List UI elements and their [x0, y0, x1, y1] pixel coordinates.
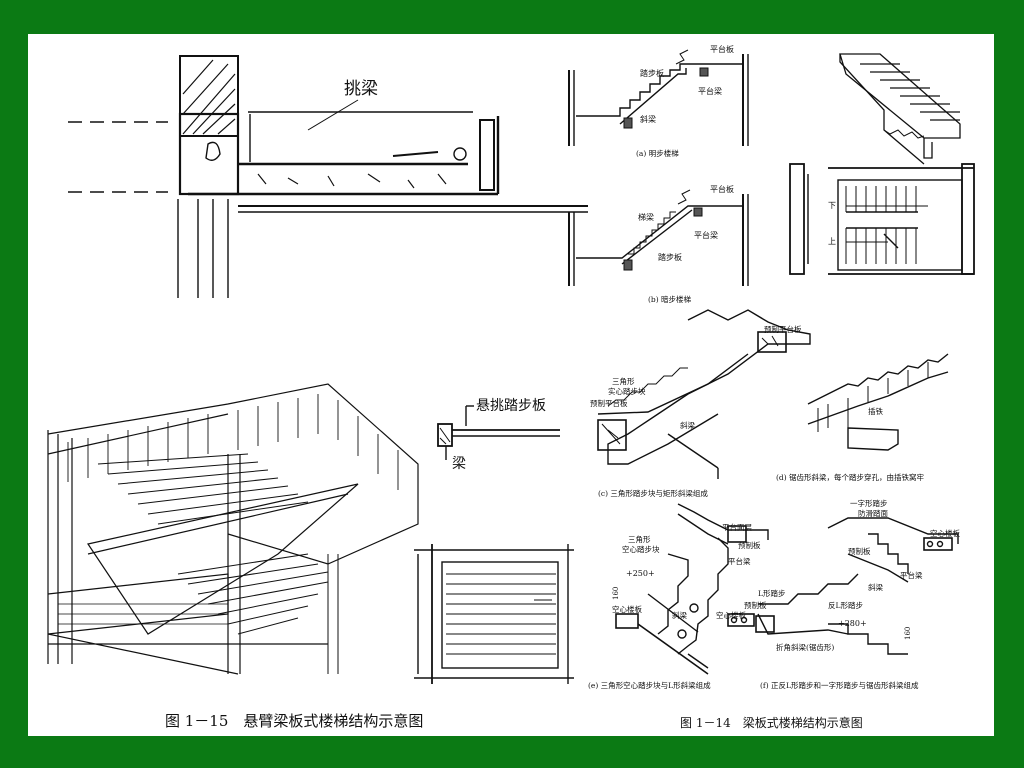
- svg-text:平台梁: 平台梁: [728, 556, 751, 566]
- svg-text:空心踏步块: 空心踏步块: [622, 544, 660, 554]
- svg-text:预制板: 预制板: [744, 600, 767, 610]
- label-tiao-liang: 挑梁: [344, 79, 378, 99]
- stair-plan-view: 下 上: [789, 163, 975, 275]
- svg-text:防滑踏面: 防滑踏面: [858, 508, 888, 518]
- cantilever-beam-section: 挑梁: [68, 55, 588, 298]
- svg-text:平台面层: 平台面层: [722, 522, 752, 532]
- fig15-tread-section: 悬挑踏步板 梁: [437, 398, 560, 472]
- svg-text:(a) 明步楼梯: (a) 明步楼梯: [636, 148, 679, 158]
- svg-text:斜梁: 斜梁: [672, 610, 687, 620]
- svg-text:梯梁: 梯梁: [638, 212, 654, 222]
- svg-text:折角斜梁(锯齿形): 折角斜梁(锯齿形): [776, 642, 834, 652]
- svg-text:平台梁: 平台梁: [694, 230, 718, 240]
- svg-text:梁: 梁: [452, 456, 466, 472]
- svg-text:L形踏步: L形踏步: [758, 588, 786, 598]
- svg-text:平台梁: 平台梁: [698, 86, 722, 96]
- svg-text:斜梁: 斜梁: [640, 114, 656, 124]
- svg-text:预制板: 预制板: [848, 546, 871, 556]
- svg-text:平台梁: 平台梁: [900, 570, 923, 580]
- isometric-stair-view: [839, 53, 961, 165]
- svg-text:踏步板: 踏步板: [658, 252, 682, 262]
- svg-text:平台板: 平台板: [710, 44, 734, 54]
- svg-text:斜梁: 斜梁: [868, 582, 883, 592]
- fig14a-open-step-stair: 平台板 踏步板 平台梁 斜梁 (a) 明步楼梯: [568, 44, 749, 158]
- svg-text:三角形: 三角形: [628, 534, 651, 544]
- svg-text:上: 上: [828, 237, 836, 246]
- figure-sheet: 挑梁 平台板 踏步板 平台梁 斜梁 (a) 明步楼梯 平台板 梯梁 平台梁 踏步…: [28, 34, 994, 736]
- svg-text:预制板: 预制板: [738, 540, 761, 550]
- svg-text:160: 160: [904, 627, 912, 640]
- figure-drawings: 挑梁 平台板 踏步板 平台梁 斜梁 (a) 明步楼梯 平台板 梯梁 平台梁 踏步…: [47, 44, 975, 690]
- svg-text:空心楼板: 空心楼板: [612, 604, 642, 614]
- cantilever-stair-perspective: [47, 383, 419, 675]
- svg-text:反L形踏步: 反L形踏步: [828, 600, 863, 610]
- svg-text:悬挑踏步板: 悬挑踏步板: [476, 398, 546, 414]
- svg-text:下: 下: [828, 201, 836, 210]
- svg-text:预制平台板: 预制平台板: [590, 398, 628, 408]
- svg-text:+280+: +280+: [838, 619, 867, 628]
- fig14d-sawtooth-beam: 插铁 (d) 锯齿形斜梁，每个踏步穿孔，由插铁窝牢: [776, 353, 949, 482]
- svg-text:(e) 三角形空心踏步块与L形斜梁组成: (e) 三角形空心踏步块与L形斜梁组成: [588, 680, 711, 690]
- fig14c-triangle-blocks: 预制平台板 三角形 实心踏步块 预制平台板 斜梁 (c) 三角形踏步块与矩形斜梁…: [590, 309, 811, 498]
- svg-text:预制平台板: 预制平台板: [764, 324, 802, 334]
- svg-text:踏步板: 踏步板: [640, 68, 664, 78]
- svg-text:一字形踏步: 一字形踏步: [850, 498, 888, 508]
- svg-text:插铁: 插铁: [868, 406, 883, 416]
- fig14f-l-shaped-steps: 一字形踏步 防滑踏面 空心楼板 预制板 斜梁 平台梁 L形踏步 预制板 反L形踏…: [716, 498, 960, 690]
- svg-text:实心踏步块: 实心踏步块: [608, 386, 646, 396]
- svg-text:(c) 三角形踏步块与矩形斜梁组成: (c) 三角形踏步块与矩形斜梁组成: [598, 488, 708, 498]
- svg-text:160: 160: [612, 587, 620, 600]
- svg-text:+250+: +250+: [626, 569, 655, 578]
- svg-text:平台板: 平台板: [710, 184, 734, 194]
- svg-text:三角形: 三角形: [612, 376, 635, 386]
- fig14e-hollow-blocks: 平台面层 三角形 空心踏步块 预制板 平台梁 +250+ 160 空心楼板 斜梁…: [588, 503, 769, 690]
- svg-text:(d) 锯齿形斜梁，每个踏步穿孔，由插铁窝牢: (d) 锯齿形斜梁，每个踏步穿孔，由插铁窝牢: [776, 472, 925, 482]
- fig15-stair-plan: [414, 544, 574, 684]
- svg-text:(f) 正反L形踏步和一字形踏步与锯齿形斜梁组成: (f) 正反L形踏步和一字形踏步与锯齿形斜梁组成: [760, 680, 919, 690]
- svg-text:空心楼板: 空心楼板: [930, 528, 960, 538]
- svg-text:空心楼板: 空心楼板: [716, 610, 746, 620]
- svg-text:(b) 暗步楼梯: (b) 暗步楼梯: [648, 294, 692, 304]
- svg-text:斜梁: 斜梁: [680, 420, 695, 430]
- fig14-caption: 图 1－14 梁板式楼梯结构示意图: [680, 716, 863, 730]
- fig15-caption: 图 1－15 悬臂梁板式楼梯结构示意图: [165, 712, 424, 730]
- fig14b-closed-step-stair: 平台板 梯梁 平台梁 踏步板 (b) 暗步楼梯: [568, 184, 749, 304]
